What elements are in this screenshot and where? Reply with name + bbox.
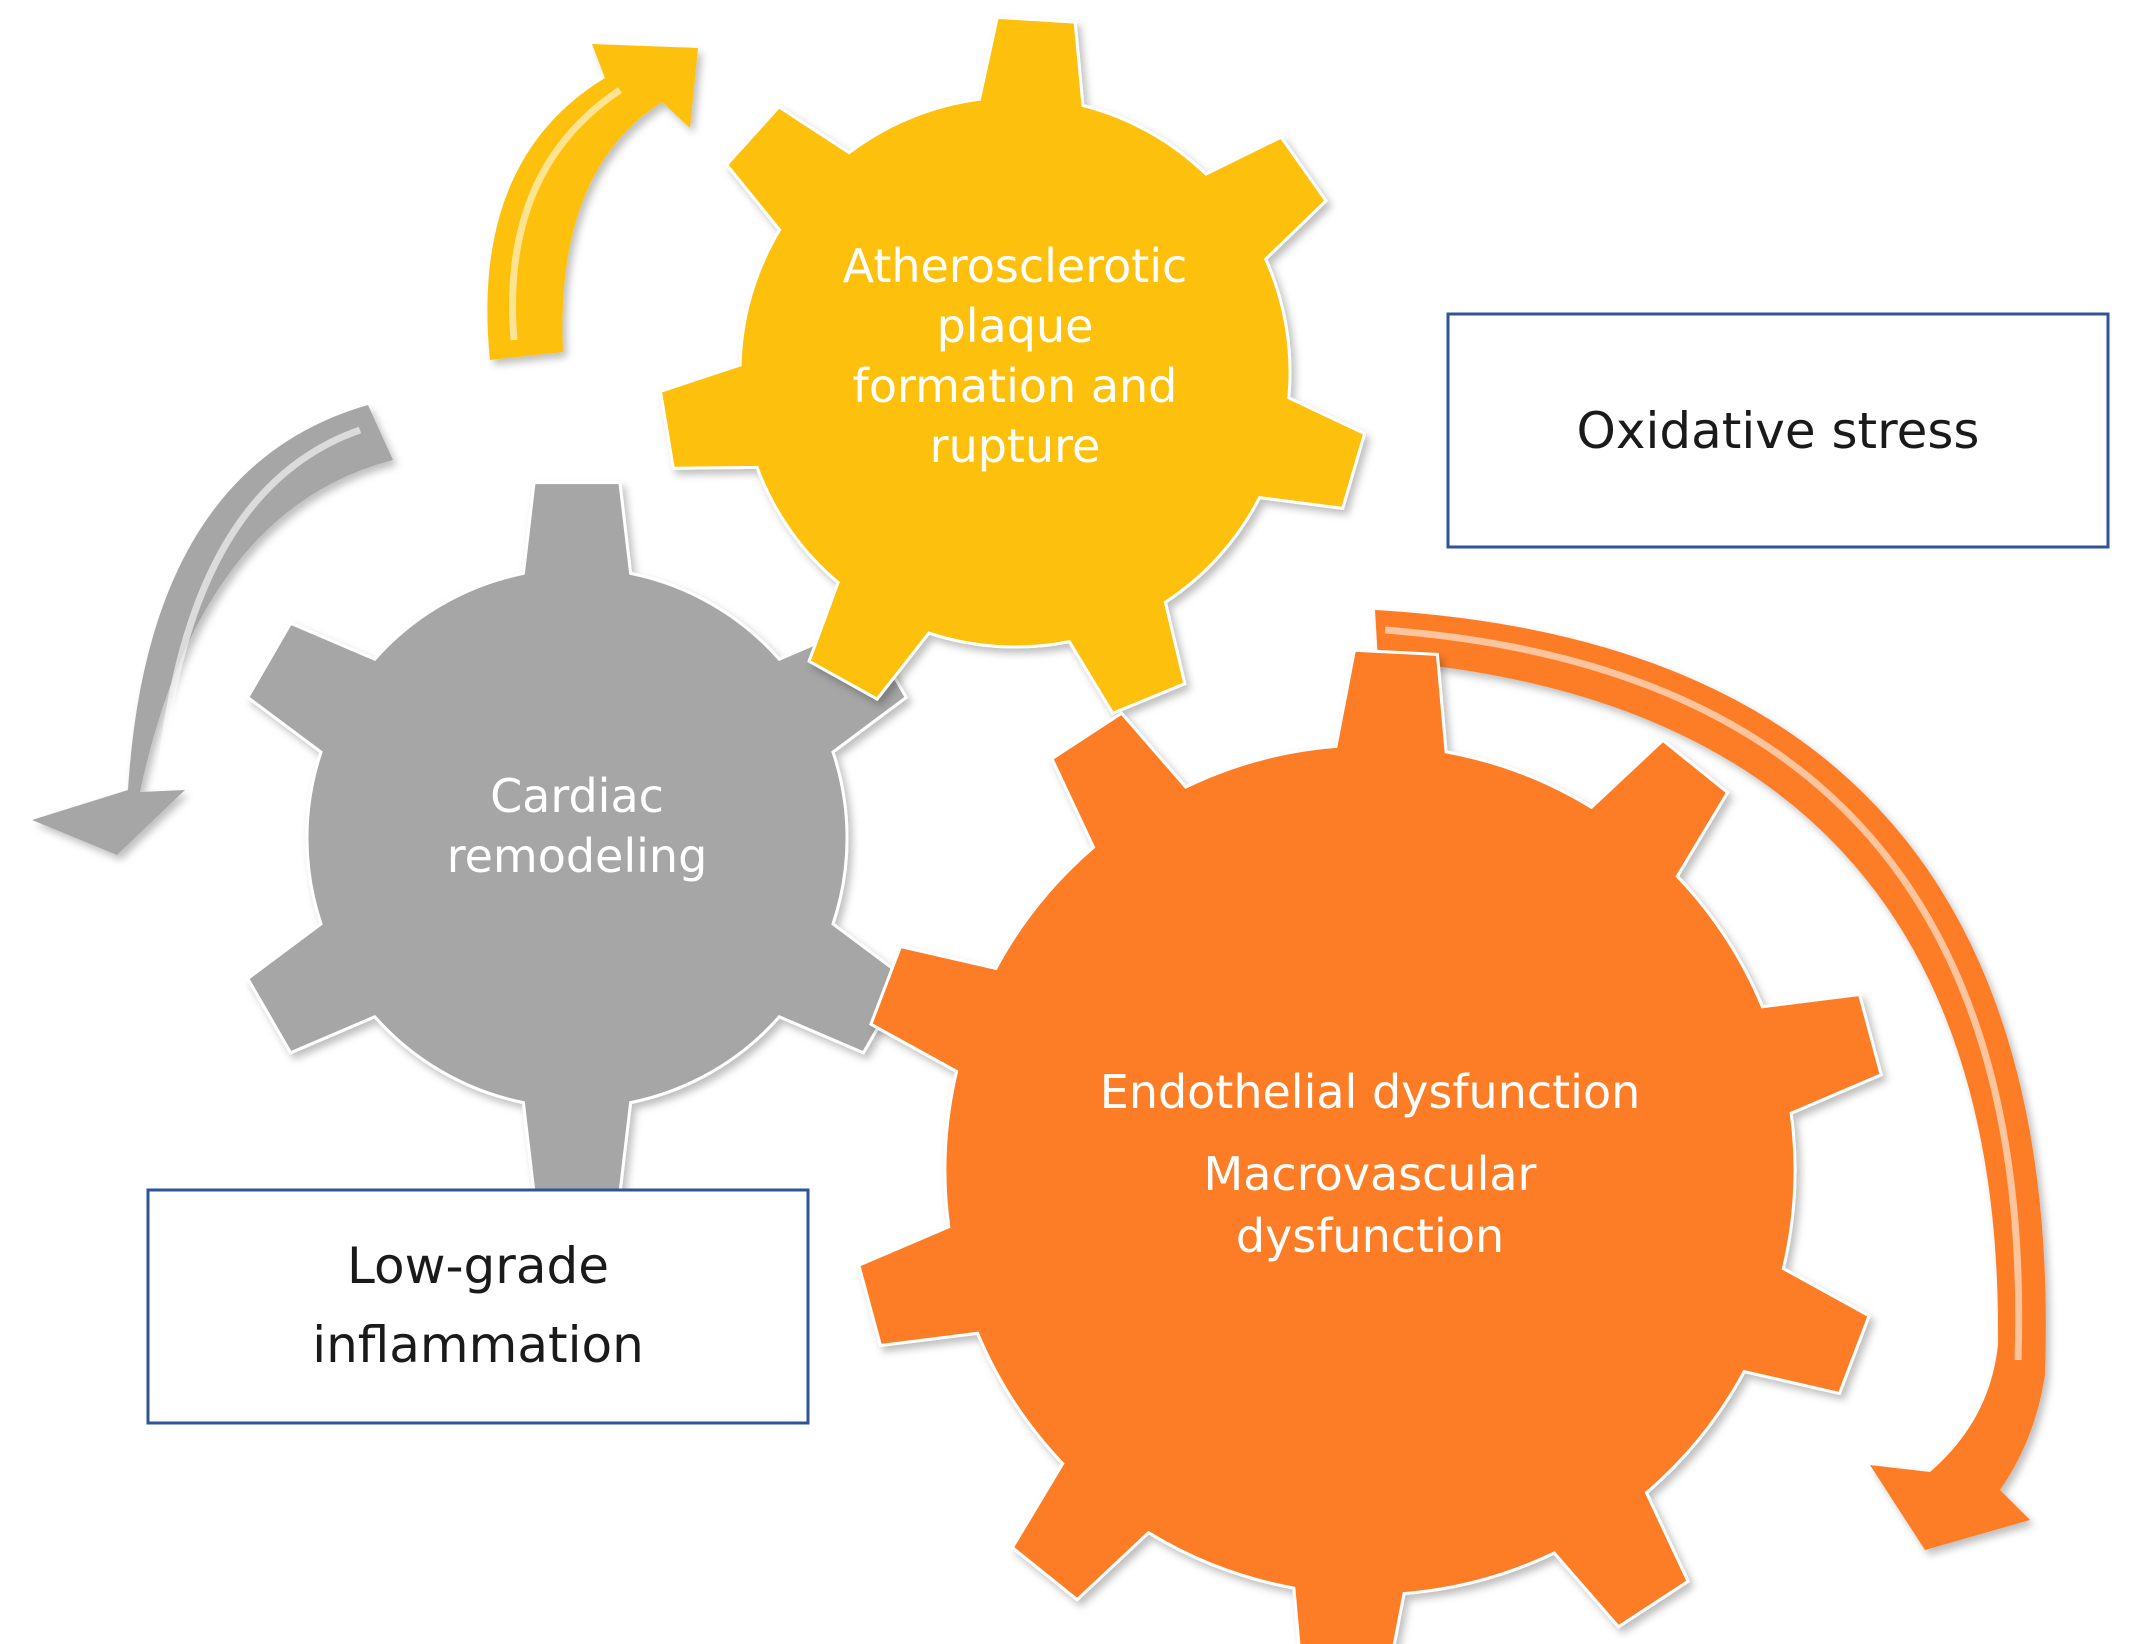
box-low-grade-inflammation: Low-grade inflammation xyxy=(146,1188,810,1425)
arrow-yellow-up xyxy=(487,44,698,360)
gear-atherosclerotic-shape xyxy=(658,15,1367,716)
arrow-yellow-up-shape xyxy=(487,44,698,360)
arrow-gray-down xyxy=(32,405,393,855)
gear-endothelial-label-line-1: Endothelial dysfunction xyxy=(1100,1065,1641,1119)
gear-atherosclerotic-label-line-4: rupture xyxy=(930,419,1101,473)
gear-endothelial-label-line-2: Macrovascular xyxy=(1204,1147,1537,1201)
arrow-orange-highlight xyxy=(1384,626,2023,1361)
box-low-grade-inflammation-label-line-2: inflammation xyxy=(312,1316,644,1374)
box-oxidative-stress: Oxidative stress xyxy=(1446,312,2110,549)
gear-atherosclerotic-plaque: Atherosclerotic plaque formation and rup… xyxy=(658,15,1367,716)
box-low-grade-inflammation-label-line-1: Low-grade xyxy=(347,1237,609,1295)
arrow-gray-highlight xyxy=(156,426,362,781)
gear-cardiac-label-line-2: remodeling xyxy=(447,829,708,883)
gear-atherosclerotic-label-line-3: formation and xyxy=(853,359,1178,413)
box-oxidative-stress-frame xyxy=(1446,312,2110,549)
gear-endothelial-label-line-3: dysfunction xyxy=(1236,1209,1504,1263)
gear-cardiac-label-line-1: Cardiac xyxy=(490,769,664,823)
gear-cardiac-shape xyxy=(245,481,909,1195)
arrow-gray-down-shape xyxy=(32,405,393,855)
arrow-yellow-highlight xyxy=(509,87,622,341)
box-low-grade-inflammation-frame xyxy=(146,1188,810,1425)
gear-atherosclerotic-label-line-1: Atherosclerotic xyxy=(843,239,1188,293)
gear-atherosclerotic-label-line-2: plaque xyxy=(937,299,1094,353)
gear-endothelial-dysfunction: Endothelial dysfunction Macrovascular dy… xyxy=(857,648,1883,1644)
arrow-orange-down xyxy=(1375,610,2046,1550)
gear-endothelial-shape xyxy=(857,648,1883,1644)
box-oxidative-stress-label: Oxidative stress xyxy=(1577,402,1980,460)
gear-cardiac-remodeling: Cardiac remodeling xyxy=(245,481,909,1195)
